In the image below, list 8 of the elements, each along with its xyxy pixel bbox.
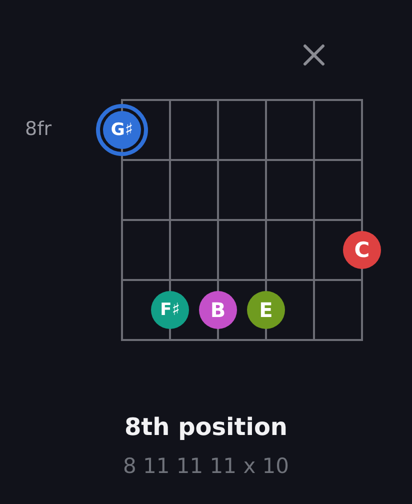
root-note-dot: G♯ — [96, 104, 148, 156]
note-dot: C — [343, 231, 381, 269]
fret-sequence: 8 11 11 11 x 10 — [122, 454, 290, 478]
note-dot: E — [247, 291, 285, 329]
fret-number: 8fr — [25, 118, 52, 140]
note-dot: B — [199, 291, 237, 329]
note-dot: F♯ — [151, 291, 189, 329]
chord-title: 8th position — [124, 413, 288, 441]
